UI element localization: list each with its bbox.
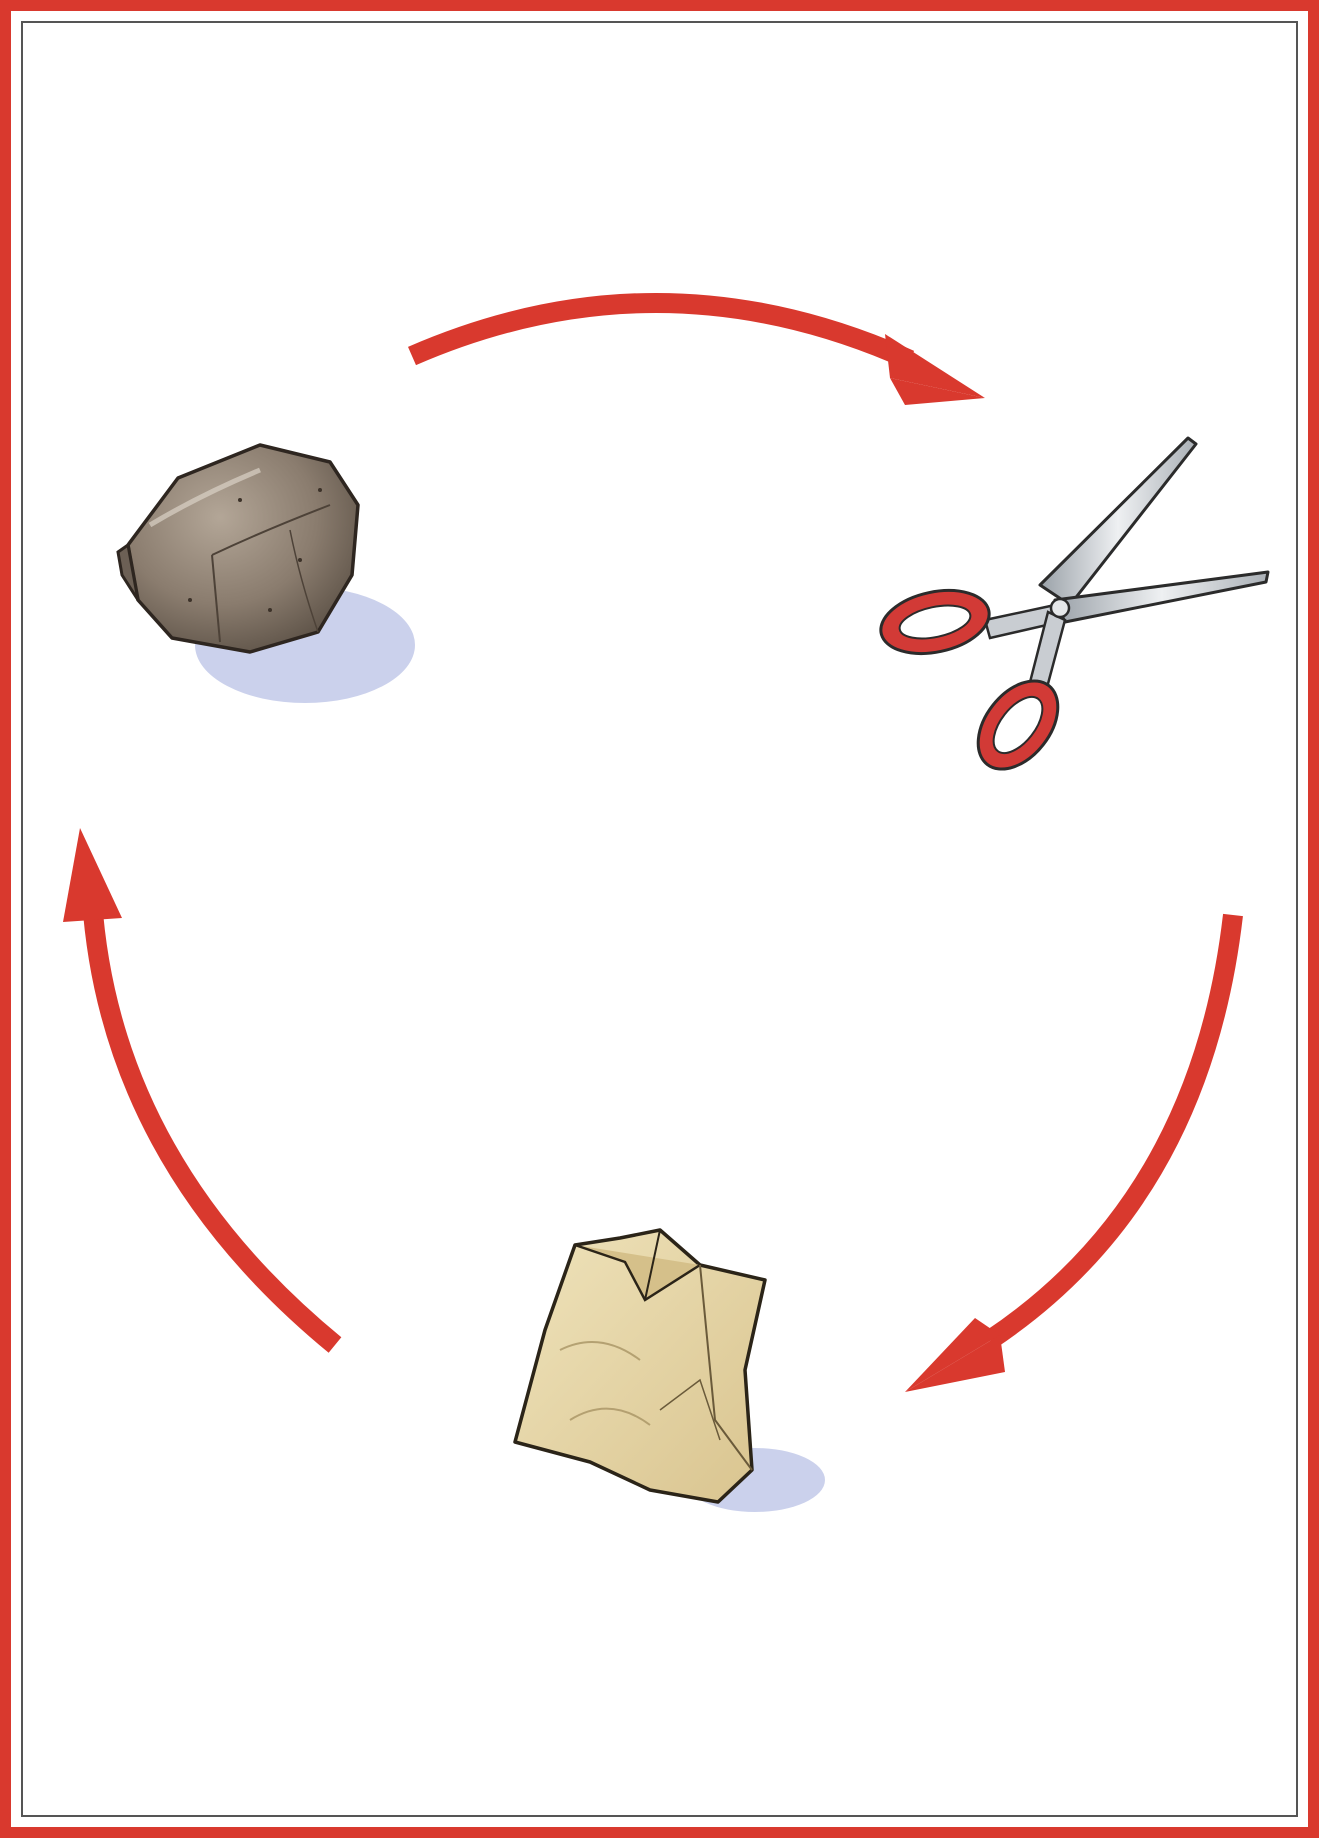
arrow-scissors-to-bag xyxy=(905,915,1233,1392)
arrow-rock-to-scissors xyxy=(412,303,985,405)
rock-icon xyxy=(118,445,415,703)
scissors-icon xyxy=(875,438,1268,784)
paper-bag-icon xyxy=(515,1230,825,1512)
arrow-bag-to-rock xyxy=(63,828,335,1345)
